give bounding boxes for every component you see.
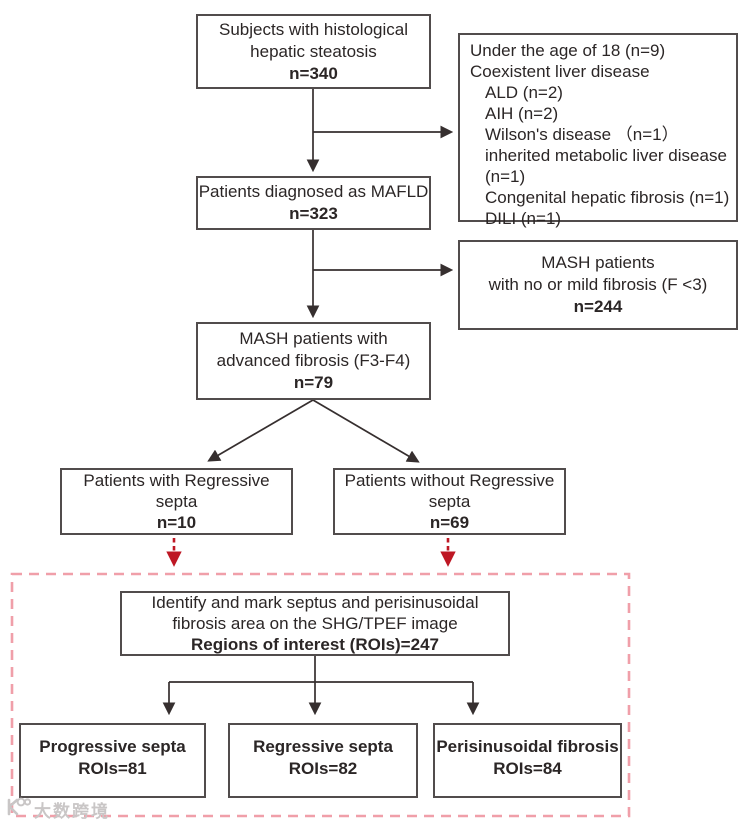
box-identify-count: Regions of interest (ROIs)=247 [191,635,439,654]
exclusion-item-ald: ALD (n=2) [485,83,563,102]
box-perisinusoidal-fibrosis: Perisinusoidal fibrosis ROIs=84 [433,723,622,798]
box-mash-mild-count: n=244 [573,297,623,316]
box-advanced-line2: advanced fibrosis (F3-F4) [216,351,411,370]
box-mash-advanced-fibrosis: MASH patients with advanced fibrosis (F3… [196,322,431,400]
box-histological-steatosis-line1: Subjects with histological [219,19,408,39]
box-perisinusoidal-title: Perisinusoidal fibrosis [436,736,619,756]
box-regressive-septa: Regressive septa ROIs=82 [228,723,418,798]
exclusion-item-inherited-metabolic: inherited metabolic liver disease (n=1) [485,146,727,186]
box-advanced-count: n=79 [293,373,334,392]
box-with-septa-line2: septa [155,492,198,511]
box-progressive-septa: Progressive septa ROIs=81 [19,723,206,798]
box-mash-mild-line1: MASH patients [541,253,655,272]
box-without-septa-line2: septa [428,492,471,511]
box-without-regressive-septa: Patients without Regressive septa n=69 [333,468,566,535]
box-perisinusoidal-count: ROIs=84 [493,758,562,778]
box-with-septa-count: n=10 [156,513,197,532]
box-regressive-title: Regressive septa [253,736,393,756]
box-mash-mild-fibrosis: MASH patients with no or mild fibrosis (… [458,240,738,330]
box-regressive-count: ROIs=82 [288,758,358,778]
box-progressive-count: ROIs=81 [78,758,147,778]
box-histological-steatosis: Subjects with histological hepatic steat… [196,14,431,89]
box-without-septa-line1: Patients without Regressive [344,471,555,490]
box-mash-mild-line2: with no or mild fibrosis (F <3) [488,275,708,294]
box-with-septa-line1: Patients with Regressive [83,471,270,490]
arrow-advanced-to-without-septa [312,399,420,463]
box-identify-line1: Identify and mark septus and perisinusoi… [151,593,479,612]
exclusion-item-congenital-fibrosis: Congenital hepatic fibrosis (n=1) [485,188,730,207]
box-advanced-line1: MASH patients with [239,329,388,348]
roi-group-dashed-border [10,572,631,818]
arrow-advanced-to-with-septa [207,399,314,462]
box-with-regressive-septa: Patients with Regressive septa n=10 [60,468,293,535]
box-mafld: Patients diagnosed as MAFLD n=323 [196,176,431,230]
exclusion-item-age: Under the age of 18 (n=9) [470,41,666,60]
box-identify-line2: fibrosis area on the SHG/TPEF image [172,614,458,633]
box-histological-steatosis-line2: hepatic steatosis [250,41,377,61]
box-without-septa-count: n=69 [429,513,470,532]
box-identify-rois: Identify and mark septus and perisinusoi… [120,591,510,656]
exclusion-item-dili: DILI (n=1) [485,209,562,228]
box-mafld-count: n=323 [289,204,338,223]
watermark: 大数跨境 [5,797,110,822]
box-progressive-title: Progressive septa [39,736,186,756]
box-mafld-line1: Patients diagnosed as MAFLD [198,182,429,201]
box-exclusion-criteria: Under the age of 18 (n=9) Coexistent liv… [458,33,738,228]
watermark-text: 大数跨境 [34,802,110,822]
box-histological-steatosis-count: n=340 [289,63,338,83]
exclusion-item-aih: AIH (n=2) [485,104,559,123]
exclusion-item-coexistent: Coexistent liver disease [470,62,650,81]
exclusion-item-wilsons: Wilson's disease （n=1） [485,125,679,144]
watermark-logo-icon [5,797,32,822]
